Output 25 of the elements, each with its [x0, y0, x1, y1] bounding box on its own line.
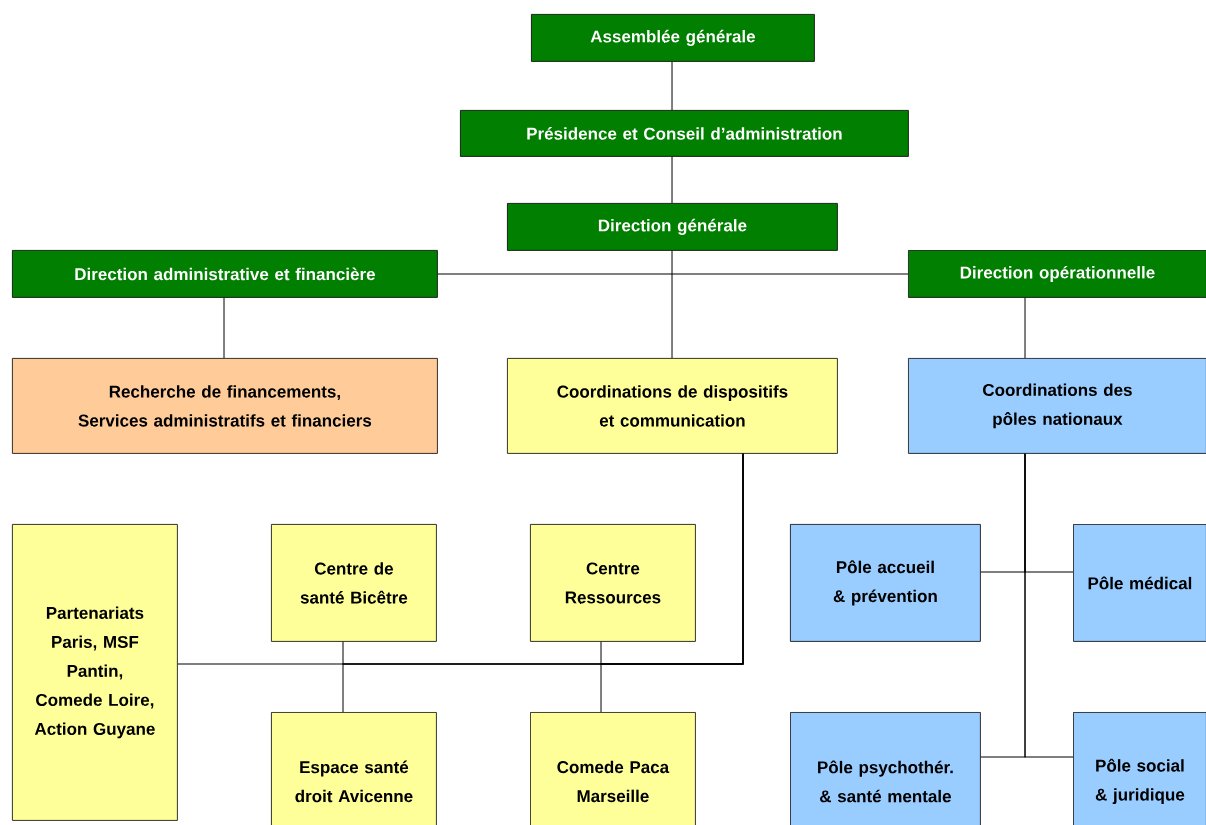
- org-box: Partenariats Paris, MSF Pantin, Comede Loire, Action Guyane: [12, 524, 178, 821]
- connector-line: [671, 250, 673, 359]
- org-box: Direction opérationnelle: [908, 250, 1206, 298]
- org-box: Assemblée générale: [531, 14, 815, 62]
- connector-line: [1024, 453, 1074, 758]
- org-box: Comede Paca Marseille: [530, 712, 696, 825]
- org-box: Centre de santé Bicêtre: [271, 524, 437, 642]
- org-box: Coordinations des pôles nationaux: [908, 358, 1206, 454]
- org-box: Pôle psychothér. & santé mentale: [790, 712, 981, 825]
- org-box: Pôle accueil & prévention: [790, 524, 981, 642]
- connector-line: [1024, 297, 1026, 359]
- connector-line: [223, 297, 225, 359]
- connector-line: [600, 453, 744, 713]
- org-box: Direction générale: [507, 203, 838, 251]
- connector-line: [437, 273, 909, 275]
- org-box: Recherche de financements, Services administratifs et financiers: [12, 358, 438, 454]
- org-box: Présidence et Conseil d’administration: [460, 110, 909, 157]
- connector-line: [671, 156, 673, 204]
- org-box: Centre Ressources: [530, 524, 696, 642]
- org-box: Espace santé droit Avicenne: [271, 712, 437, 825]
- org-box: Pôle médical: [1073, 524, 1206, 642]
- org-box: Pôle social & juridique: [1073, 712, 1206, 825]
- connector-line: [671, 61, 673, 111]
- org-box: Direction administrative et financière: [12, 250, 438, 298]
- org-box: Coordinations de dispositifs et communication: [507, 358, 838, 454]
